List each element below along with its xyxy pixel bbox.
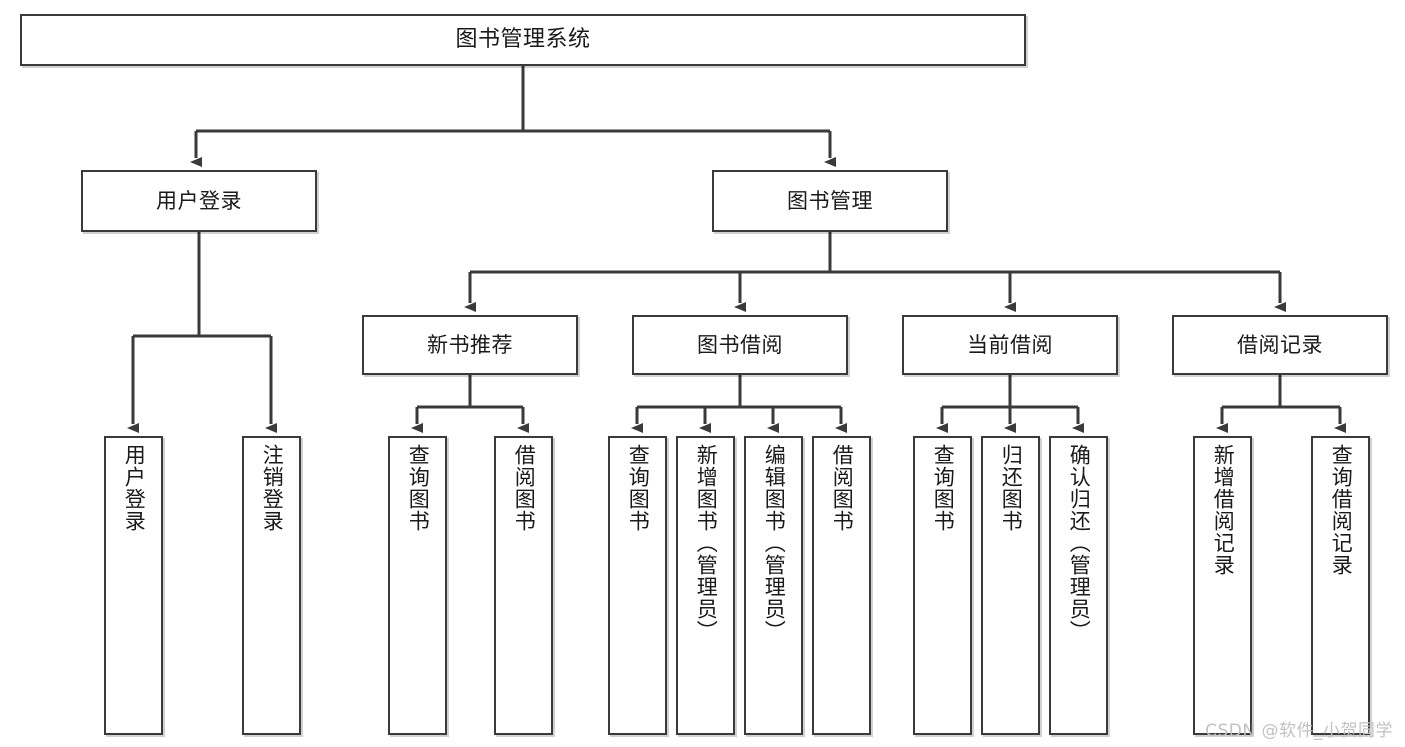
leaf-new-book-borrow[interactable]: 借阅图书 (494, 436, 553, 735)
node-label: 当前借阅 (967, 332, 1053, 357)
node-label: 借阅记录 (1237, 332, 1323, 357)
leaf-current-borrow-query[interactable]: 查询图书 (913, 436, 972, 735)
node-label: 注销登录 (260, 444, 285, 532)
node-label: 图书借阅 (697, 332, 783, 357)
leaf-book-borrow-query[interactable]: 查询图书 (608, 436, 667, 735)
node-label: 借阅图书 (512, 444, 537, 532)
leaf-book-borrow-add[interactable]: 新增图书（管理员） (676, 436, 735, 735)
node-label: 查询借阅记录 (1329, 444, 1354, 576)
leaf-book-borrow-edit[interactable]: 编辑图书（管理员） (744, 436, 803, 735)
node-label: 新增图书（管理员） (694, 444, 719, 642)
node-user-login[interactable]: 用户登录 (81, 170, 317, 232)
node-label: 图书管理系统 (455, 27, 591, 53)
node-label: 查询图书 (626, 444, 651, 532)
leaf-user-login-logout[interactable]: 注销登录 (242, 436, 301, 735)
leaf-user-login-login[interactable]: 用户登录 (104, 436, 163, 735)
leaf-book-borrow-borrow[interactable]: 借阅图书 (812, 436, 871, 735)
node-label: 用户登录 (156, 188, 242, 213)
node-label: 确认归还（管理员） (1067, 444, 1092, 642)
node-new-book-recommend[interactable]: 新书推荐 (362, 315, 578, 375)
leaf-new-book-query[interactable]: 查询图书 (388, 436, 447, 735)
node-label: 图书管理 (787, 188, 873, 213)
leaf-current-borrow-confirm-return[interactable]: 确认归还（管理员） (1049, 436, 1108, 735)
node-root-system[interactable]: 图书管理系统 (20, 14, 1026, 66)
node-label: 编辑图书（管理员） (762, 444, 787, 642)
node-borrow-record[interactable]: 借阅记录 (1172, 315, 1388, 375)
watermark: CSDN @软件_小贺同学 (1205, 721, 1393, 741)
leaf-borrow-record-query[interactable]: 查询借阅记录 (1311, 436, 1370, 735)
node-book-management[interactable]: 图书管理 (712, 170, 948, 232)
node-current-borrow[interactable]: 当前借阅 (902, 315, 1118, 375)
node-book-borrow[interactable]: 图书借阅 (632, 315, 848, 375)
node-label: 新增借阅记录 (1211, 444, 1236, 576)
node-label: 查询图书 (931, 444, 956, 532)
node-label: 用户登录 (122, 444, 147, 532)
node-label: 新书推荐 (427, 332, 513, 357)
node-label: 查询图书 (406, 444, 431, 532)
leaf-current-borrow-return[interactable]: 归还图书 (981, 436, 1040, 735)
node-label: 归还图书 (999, 444, 1024, 532)
node-label: 借阅图书 (830, 444, 855, 532)
leaf-borrow-record-add[interactable]: 新增借阅记录 (1193, 436, 1252, 735)
